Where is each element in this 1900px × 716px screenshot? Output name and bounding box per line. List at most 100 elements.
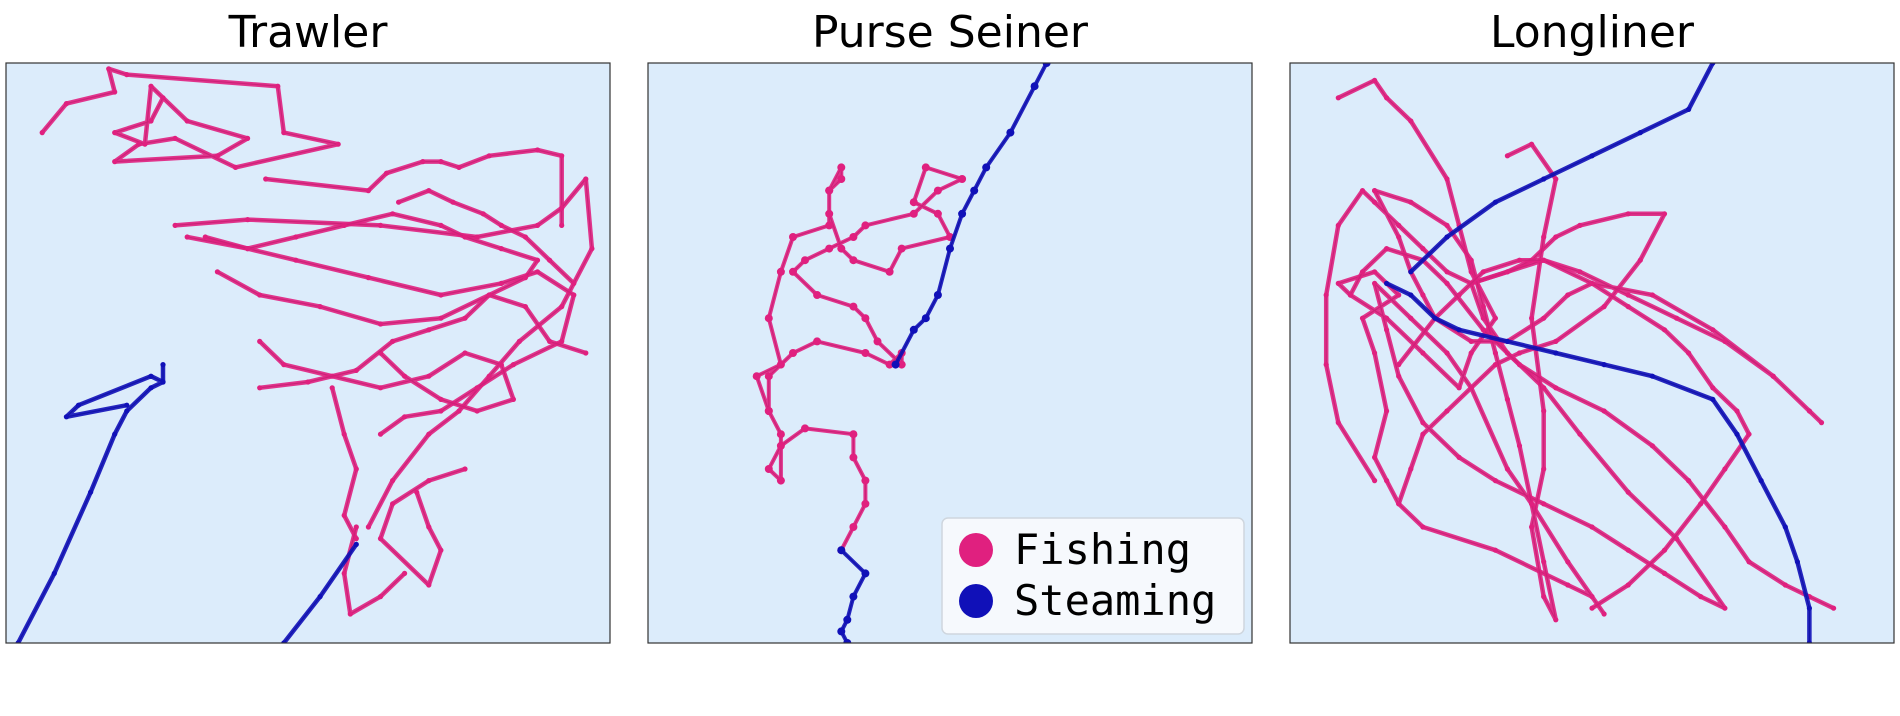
plot-frame-trawler (5, 62, 611, 644)
point-purse-seiner-fishing-0-35 (897, 244, 906, 253)
point-trawler-fishing-0-5 (275, 83, 281, 89)
point-trawler-steaming-0-8 (75, 402, 82, 408)
point-longliner-fishing-0-22 (1420, 524, 1426, 530)
panel-longliner: Longliner (1289, 7, 1895, 644)
point-purse-seiner-fishing-0-18 (897, 360, 906, 369)
point-purse-seiner-steaming-1-3 (843, 615, 852, 624)
point-trawler-fishing-3-11 (438, 408, 444, 414)
point-purse-seiner-steaming-0-10 (1042, 63, 1051, 67)
point-longliner-fishing-0-29 (1504, 466, 1510, 472)
point-longliner-fishing-0-3 (1408, 118, 1414, 124)
point-longliner-fishing-3-7 (1625, 304, 1631, 310)
point-longliner-fishing-1-31 (1335, 420, 1341, 426)
point-longliner-fishing-1-3 (1420, 292, 1426, 298)
point-longliner-fishing-4-5 (1480, 327, 1486, 333)
point-purse-seiner-fishing-0-38 (837, 244, 846, 253)
track-longliner-fishing-0 (1336, 78, 1728, 617)
point-longliner-steaming-1-4 (1504, 338, 1510, 344)
point-longliner-fishing-0-1 (1372, 77, 1378, 83)
legend-marker-fishing (959, 533, 993, 567)
point-purse-seiner-fishing-0-20 (861, 314, 870, 323)
point-longliner-steaming-1-6 (1601, 362, 1607, 368)
point-longliner-steaming-0-6 (1686, 106, 1692, 112)
point-trawler-fishing-6-1 (305, 379, 311, 385)
point-trawler-fishing-2-0 (172, 222, 178, 228)
legend-box (941, 517, 1245, 635)
point-trawler-fishing-6-4 (426, 327, 432, 333)
point-longliner-fishing-3-9 (1686, 350, 1692, 356)
point-longliner-fishing-1-16 (1722, 338, 1728, 344)
point-longliner-fishing-4-11 (1722, 524, 1728, 530)
point-longliner-fishing-1-27 (1359, 188, 1366, 194)
point-longliner-fishing-3-8 (1661, 327, 1668, 333)
point-trawler-fishing-4-10 (438, 222, 444, 228)
point-purse-seiner-steaming-0-6 (970, 186, 979, 195)
point-purse-seiner-steaming-1-0 (837, 546, 846, 555)
point-purse-seiner-fishing-0-13 (789, 349, 797, 357)
point-purse-seiner-fishing-0-47 (764, 314, 773, 323)
point-longliner-fishing-2-9 (1553, 617, 1559, 623)
point-purse-seiner-fishing-0-37 (849, 256, 858, 265)
point-longliner-fishing-0-46 (1625, 489, 1631, 495)
point-trawler-fishing-7-3 (341, 512, 347, 519)
point-purse-seiner-fishing-0-50 (764, 407, 773, 415)
point-longliner-fishing-4-2 (1384, 246, 1390, 252)
point-longliner-fishing-0-58 (1637, 257, 1643, 263)
plot-frame-longliner (1289, 62, 1895, 644)
point-trawler-fishing-4-14 (245, 246, 251, 252)
point-trawler-fishing-2-1 (245, 217, 251, 223)
track-longliner-fishing-2 (1372, 141, 1559, 623)
point-purse-seiner-steaming-1-2 (849, 592, 858, 601)
point-longliner-fishing-1-7 (1541, 315, 1547, 321)
point-longliner-fishing-0-64 (1444, 408, 1450, 414)
point-trawler-fishing-4-0 (214, 269, 220, 275)
point-purse-seiner-fishing-0-24 (801, 256, 809, 265)
point-trawler-fishing-0-6 (281, 130, 287, 136)
point-longliner-steaming-1-8 (1710, 396, 1716, 402)
point-longliner-fishing-1-21 (1504, 269, 1510, 275)
point-longliner-steaming-1-12 (1794, 559, 1800, 565)
point-longliner-fishing-0-20 (1384, 478, 1390, 484)
track-trawler-fishing-6 (257, 292, 589, 391)
point-trawler-fishing-3-10 (474, 385, 480, 391)
point-longliner-fishing-0-25 (1589, 594, 1595, 600)
point-longliner-fishing-0-15 (1396, 292, 1402, 298)
point-trawler-fishing-7-2 (353, 466, 359, 472)
point-purse-seiner-fishing-0-48 (776, 360, 785, 369)
point-trawler-fishing-0-9 (172, 135, 178, 141)
point-trawler-fishing-8-7 (462, 466, 468, 472)
point-trawler-fishing-5-0 (257, 338, 263, 344)
point-longliner-fishing-1-24 (1420, 246, 1426, 252)
point-longliner-fishing-3-4 (1516, 257, 1523, 263)
point-longliner-fishing-2-10 (1541, 559, 1547, 565)
point-trawler-fishing-4-1 (257, 292, 263, 298)
point-longliner-fishing-2-13 (1504, 396, 1510, 402)
point-longliner-fishing-0-47 (1577, 431, 1583, 437)
point-purse-seiner-fishing-0-16 (885, 360, 894, 369)
point-trawler-fishing-4-15 (202, 234, 208, 240)
point-longliner-fishing-0-32 (1408, 315, 1414, 321)
point-longliner-fishing-1-5 (1468, 338, 1474, 344)
point-longliner-fishing-2-6 (1541, 466, 1547, 472)
point-longliner-fishing-1-1 (1396, 234, 1402, 240)
point-trawler-fishing-4-12 (341, 222, 347, 228)
point-trawler-fishing-4-9 (462, 234, 468, 240)
point-longliner-fishing-1-28 (1335, 222, 1341, 228)
track-longliner-fishing-3 (1396, 257, 1752, 611)
point-longliner-fishing-4-13 (1782, 582, 1788, 588)
legend-label-fishing: Fishing (1014, 525, 1191, 574)
point-longliner-fishing-2-19 (1372, 188, 1378, 194)
point-purse-seiner-fishing-0-42 (837, 163, 846, 172)
point-trawler-steaming-0-5 (148, 385, 154, 391)
point-longliner-steaming-0-3 (1541, 176, 1547, 182)
point-trawler-fishing-4-11 (390, 211, 396, 217)
point-trawler-fishing-6-6 (486, 292, 492, 298)
point-trawler-fishing-5-10 (402, 373, 408, 379)
point-trawler-fishing-10-6 (547, 257, 553, 263)
point-trawler-fishing-8-4 (377, 536, 384, 542)
point-purse-seiner-fishing-0-49 (752, 372, 761, 381)
point-longliner-fishing-0-67 (1396, 501, 1402, 507)
point-longliner-fishing-2-15 (1480, 304, 1486, 310)
point-purse-seiner-steaming-0-0 (891, 360, 900, 369)
point-longliner-fishing-1-15 (1770, 373, 1776, 379)
